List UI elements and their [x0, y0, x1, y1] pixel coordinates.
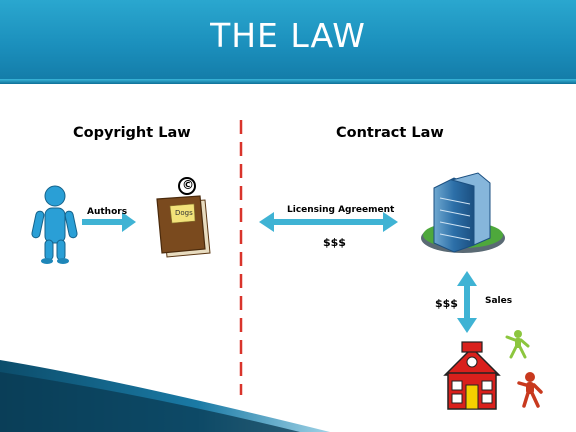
contract-law-heading: Contract Law [336, 125, 444, 141]
sales-label: Sales [485, 296, 513, 306]
sales-double-arrow [457, 271, 477, 333]
title-banner: THE LAW [0, 0, 576, 84]
copyright-law-heading: Copyright Law [73, 125, 191, 141]
authors-arrow [82, 212, 136, 232]
license-money-label: $$$ [323, 236, 346, 249]
corner-swoosh [0, 360, 330, 432]
sales-money-label: $$$ [435, 297, 458, 310]
licensing-double-arrow [259, 212, 398, 232]
slide-title: THE LAW [210, 16, 366, 55]
copyright-symbol: © [182, 178, 194, 192]
green-figure-icon [505, 330, 530, 359]
book-title-label: Dogs [175, 209, 193, 217]
school-house-icon [443, 341, 501, 410]
authors-label: Authors [87, 207, 128, 217]
red-figure-icon [517, 372, 543, 408]
copyright-circle [178, 177, 196, 195]
office-building-icon [421, 172, 505, 253]
book-icon [156, 195, 211, 258]
licensing-agreement-label: Licensing Agreement [287, 205, 395, 215]
author-person-icon [31, 185, 78, 264]
